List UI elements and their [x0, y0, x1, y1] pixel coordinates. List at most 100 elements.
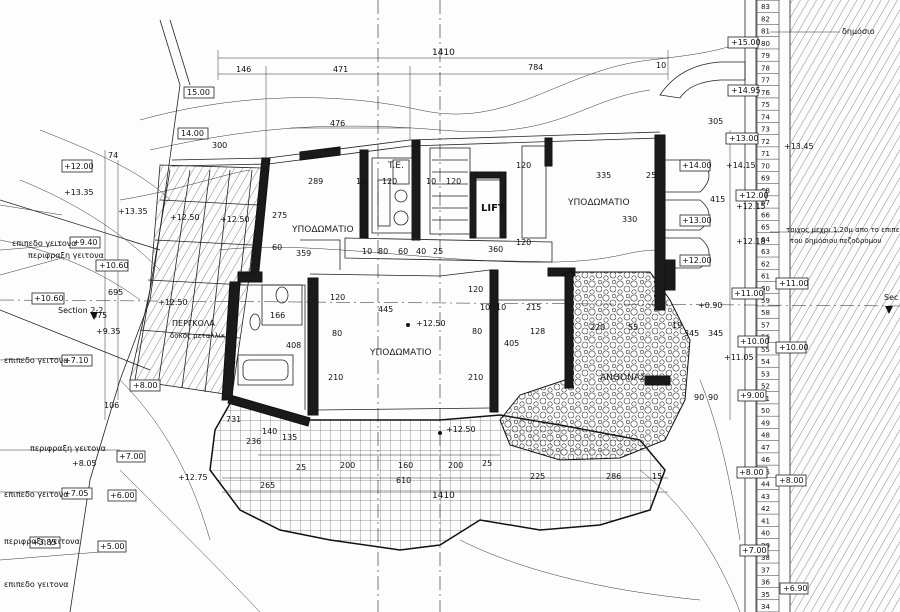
dim-120c: 120 [516, 161, 531, 170]
ruler-number: 34 [761, 603, 770, 611]
dim-10a: 10 [356, 177, 366, 186]
level-13-45: +13.45 [784, 142, 814, 151]
ruler-number: 35 [761, 591, 770, 599]
level-12-50a: +12.50 [220, 215, 250, 224]
dim-471: 471 [333, 65, 348, 74]
ruler-number: 65 [761, 224, 770, 232]
dim-875: 875 [92, 311, 107, 320]
level-12-75: +12.75 [178, 473, 208, 482]
room-label-garden: ΑΝΘΟΝΑΣ [600, 373, 646, 383]
level-15-00-top: 15.00 [187, 88, 210, 97]
section-marker-left [90, 312, 98, 320]
fixtures [237, 145, 547, 386]
ruler-number: 52 [761, 383, 770, 391]
ruler-number: 60 [761, 285, 770, 293]
section-marker-right [885, 306, 893, 314]
section-label-right: Sec [884, 293, 898, 302]
ruler-number: 41 [761, 517, 770, 525]
dim-120a: 120 [382, 177, 397, 186]
level-11-00b: +11.00 [779, 279, 809, 288]
ruler-number: 70 [761, 162, 770, 170]
dim-top-total: 1410 [432, 48, 455, 58]
dim-146: 146 [236, 65, 251, 74]
dim-225: 225 [530, 472, 545, 481]
level-6-90: +6.90 [783, 584, 808, 593]
dim-25a: 25 [646, 171, 656, 180]
ruler-number: 50 [761, 407, 770, 415]
dim-135: 135 [282, 433, 297, 442]
level-14-15: +14.15 [726, 161, 756, 170]
dim-10b: 10 [426, 177, 436, 186]
dim-784: 784 [528, 63, 543, 72]
dim-120b: 120 [446, 177, 461, 186]
dim-215: 215 [526, 303, 541, 312]
level-12-00c: +12.00 [682, 256, 712, 265]
ruler-number: 63 [761, 248, 770, 256]
neighbor-fence-label-2: περιφραξη γειτονα [30, 444, 106, 453]
level-5-00: +5.00 [100, 542, 125, 551]
annotations: Section 2-2 Sec επιπεδο γειτονα περιφραξ… [4, 26, 900, 589]
neighbor-fence-label-1: περιφραξη γειτονα [28, 251, 104, 260]
level-8-00c: +8.00 [779, 476, 804, 485]
ruler-number: 57 [761, 321, 770, 329]
dim-695: 695 [108, 288, 123, 297]
dim-120f: 120 [468, 285, 483, 294]
dim-405: 405 [504, 339, 519, 348]
ruler-number: 42 [761, 505, 770, 513]
dim-10c: 10 [362, 247, 372, 256]
neighbor-level-label-1: επιπεδο γειτονα [12, 239, 77, 248]
ruler-number: 58 [761, 309, 770, 317]
level-12-50d: +12.50 [446, 425, 476, 434]
ruler-number: 37 [761, 566, 770, 574]
level-10-60b: +10.60 [34, 294, 64, 303]
neighbor-level-label-3: επιπεδο γειτονα [4, 490, 69, 499]
dim-10e: 10 [496, 303, 506, 312]
dim-330: 330 [622, 215, 637, 224]
ruler-number: 40 [761, 530, 770, 538]
ruler-number: 73 [761, 126, 770, 134]
ruler-number: 75 [761, 101, 770, 109]
ruler-number: 36 [761, 579, 770, 587]
level-8-00b: +8.00 [739, 468, 764, 477]
ruler-number: 79 [761, 52, 770, 60]
dim-10-top: 10 [656, 61, 666, 70]
level-13-00a: +13.00 [729, 134, 759, 143]
dim-120e: 120 [330, 293, 345, 302]
level-7-00a: +7.00 [119, 452, 144, 461]
dim-25c: 25 [296, 463, 306, 472]
dim-140: 140 [262, 427, 277, 436]
dim-289: 289 [308, 177, 323, 186]
room-label-bedroom-center: ΥΠΟΔΩΜΑΤΙΟ [369, 348, 432, 358]
room-label-te: T.E. [387, 161, 404, 171]
ruler-number: 77 [761, 77, 770, 85]
section-label: Section 2-2 [58, 306, 103, 315]
ruler-number: 46 [761, 456, 770, 464]
ruler-number: 76 [761, 89, 770, 97]
dim-40: 40 [416, 247, 426, 256]
room-label-lift: LIFT [481, 203, 505, 214]
room-label-pergola: ΠΕΡΓΚΟΛΑ [172, 319, 215, 328]
dim-345b: 345 [708, 329, 723, 338]
ruler-number: 72 [761, 138, 770, 146]
level-9-00: +9.00 [740, 391, 765, 400]
ruler-number: 81 [761, 28, 770, 36]
dim-19: 19 [672, 321, 682, 330]
dim-80a: 80 [378, 247, 388, 256]
dim-60b: 60 [398, 247, 408, 256]
dim-445: 445 [378, 305, 393, 314]
dim-25d: 25 [482, 459, 492, 468]
dim-359: 359 [296, 249, 311, 258]
level-3-85: +3.85 [32, 538, 57, 547]
dim-25b: 25 [433, 247, 443, 256]
dim-300: 300 [212, 141, 227, 150]
ruler-number: 53 [761, 370, 770, 378]
wall-note-line-1: τοιχος μεχρι 1.20μ απο το επιπε [786, 226, 900, 234]
level-13-35a: +13.35 [64, 188, 94, 197]
dim-106: 106 [104, 401, 119, 410]
level-10-00a: +10.00 [740, 337, 770, 346]
ruler-number: 47 [761, 444, 770, 452]
dim-210a: 210 [328, 373, 343, 382]
dim-160: 160 [398, 461, 413, 470]
ruler-number: 48 [761, 432, 770, 440]
dim-80c: 80 [472, 327, 482, 336]
